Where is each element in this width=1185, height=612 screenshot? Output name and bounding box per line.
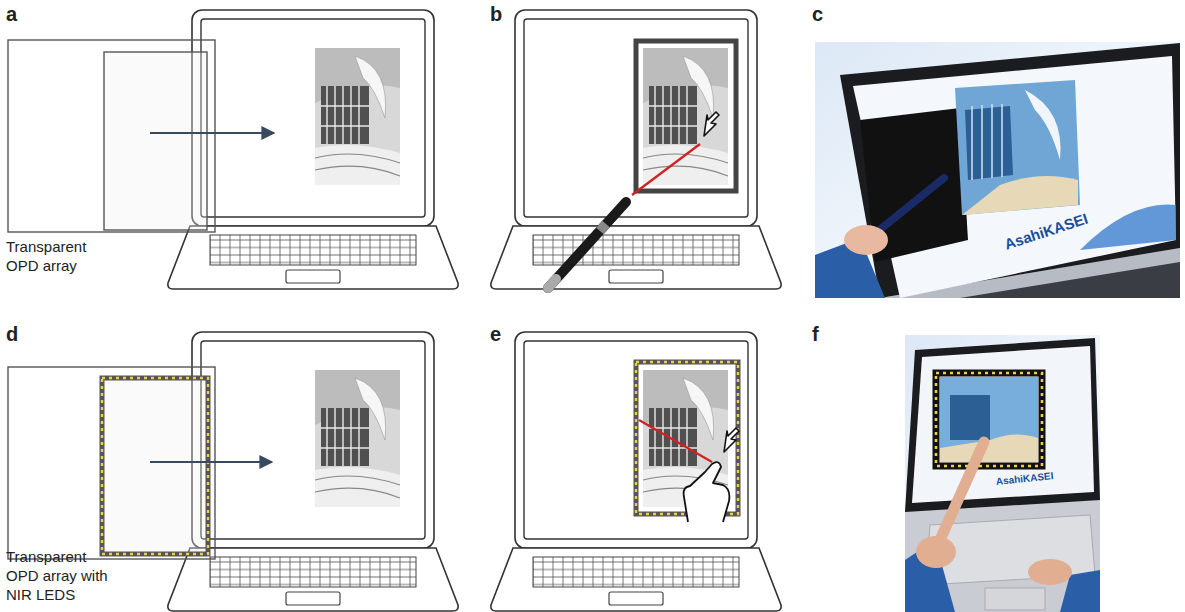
- panel-letter: b: [490, 2, 502, 27]
- panel-letter: c: [812, 2, 823, 27]
- panel-b-drawing: [491, 10, 781, 289]
- panel-c-photo: [815, 42, 1180, 298]
- panel-e-drawing: [491, 332, 781, 611]
- panel-letter: f: [812, 322, 819, 347]
- logo-text: AsahiKASEI: [995, 470, 1054, 488]
- panel-letter: a: [6, 2, 17, 27]
- part-caption: Transparent OPD array: [6, 238, 110, 276]
- panel-f-photo: [905, 335, 1100, 612]
- part-caption: Transparent OPD array with NIR LEDS: [6, 548, 110, 604]
- logo-text: AsahiKASEI: [1002, 210, 1090, 255]
- panel-letter: e: [490, 322, 501, 347]
- panel-letter: d: [6, 322, 18, 347]
